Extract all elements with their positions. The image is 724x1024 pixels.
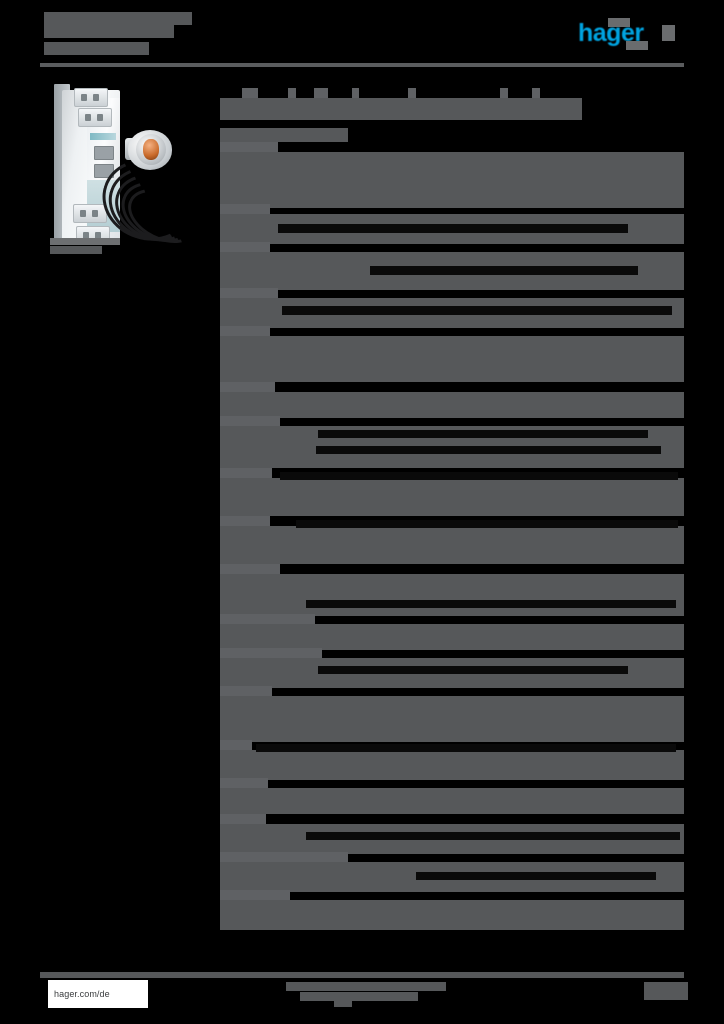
logo-redaction-smear-right	[662, 25, 675, 41]
table-row	[220, 852, 684, 892]
table-row	[220, 814, 684, 854]
table-row-label	[220, 204, 270, 214]
product-image	[40, 76, 215, 266]
terminal-block-top-1	[74, 88, 108, 107]
footer-divider	[40, 972, 684, 978]
logo-redaction-smear-bottom	[626, 41, 648, 50]
document-subtitle	[44, 42, 149, 55]
table-row	[220, 468, 684, 516]
footer-center-text	[286, 982, 446, 1007]
table-row	[220, 890, 684, 930]
table-row	[220, 142, 684, 208]
table-cell-value	[318, 666, 628, 674]
table-row	[220, 382, 684, 418]
hager-logo[interactable]: hager	[578, 18, 675, 50]
product-image-caption	[50, 238, 120, 254]
table-row	[220, 778, 684, 814]
table-cell-value	[296, 520, 678, 528]
table-cell-value	[280, 472, 678, 480]
page-subtitle	[220, 128, 348, 142]
terminal-block-bottom-1	[73, 204, 107, 223]
footer-url-link[interactable]: hager.com/de	[48, 980, 148, 1008]
document-title-line1	[44, 12, 192, 25]
table-row-label	[220, 648, 322, 658]
footer-page-number	[644, 982, 688, 1000]
table-row-label	[220, 564, 280, 574]
document-title-line2	[44, 25, 174, 38]
table-row-label	[220, 852, 348, 862]
photocell-lens-icon	[143, 139, 159, 160]
header-divider	[40, 63, 684, 67]
table-row-label	[220, 242, 270, 252]
table-row	[220, 288, 684, 328]
table-cell-value	[318, 430, 648, 438]
table-cell-value	[256, 744, 676, 752]
table-row	[220, 204, 684, 244]
table-row-label	[220, 778, 268, 788]
table-row-label	[220, 468, 272, 478]
table-row	[220, 686, 684, 742]
table-cell-value	[306, 600, 676, 608]
page-content: hager	[40, 0, 688, 1024]
table-cell-value	[316, 446, 661, 454]
adjustment-dial-upper	[94, 146, 114, 160]
table-row	[220, 326, 684, 382]
table-cell-value	[306, 832, 680, 840]
page-footer: hager.com/de	[40, 966, 688, 1016]
table-row-label	[220, 890, 290, 900]
table-cell-value	[370, 266, 638, 275]
table-row-label	[220, 382, 275, 392]
terminal-block-top-2	[78, 108, 112, 127]
table-row-label	[220, 814, 266, 824]
table-row-label	[220, 288, 278, 298]
table-row	[220, 242, 684, 290]
adjustment-dial-lower	[94, 164, 114, 178]
table-row	[220, 516, 684, 564]
table-cell-value	[278, 224, 628, 233]
table-row-label	[220, 326, 270, 336]
module-label-strip	[90, 133, 116, 140]
page-title-text	[220, 98, 582, 120]
footer-center-line-1	[286, 982, 446, 991]
table-row-label	[220, 416, 280, 426]
table-row-label	[220, 516, 270, 526]
table-row	[220, 740, 684, 780]
table-row-label	[220, 142, 278, 152]
table-row	[220, 416, 684, 468]
footer-center-line-2	[300, 992, 418, 1001]
table-row-label	[220, 686, 272, 696]
page-header: hager	[40, 0, 684, 67]
caption-line-1	[50, 238, 120, 245]
table-cell-value	[416, 872, 656, 880]
table-row	[220, 648, 684, 688]
table-row	[220, 614, 684, 650]
logo-redaction-smear-top	[608, 18, 630, 27]
table-row	[220, 564, 684, 616]
table-cell-value	[282, 306, 672, 315]
footer-center-line-3	[334, 1001, 352, 1007]
table-row-label	[220, 614, 315, 624]
caption-line-2	[50, 246, 102, 254]
table-row-label	[220, 740, 252, 750]
